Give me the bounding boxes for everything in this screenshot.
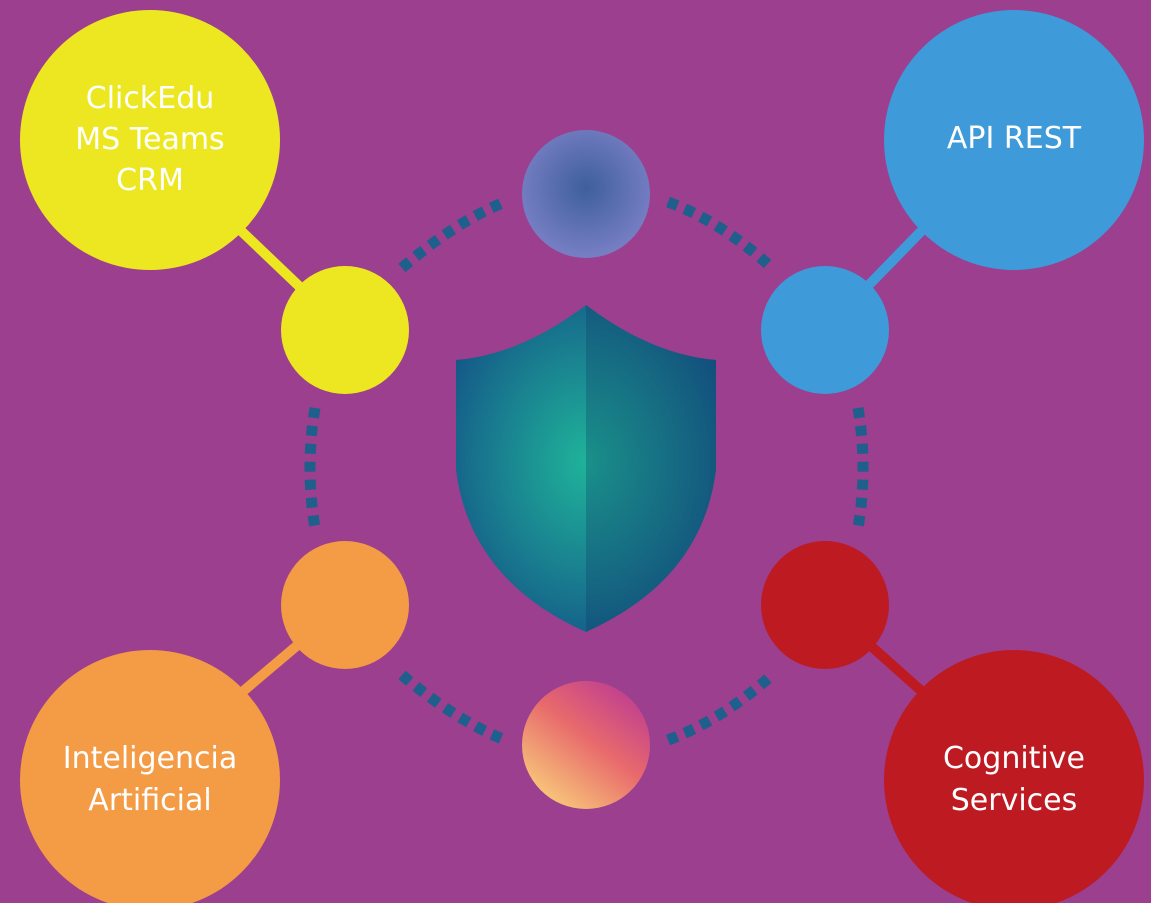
node-bottom-right: Cognitive Services [884,650,1144,903]
node-top-left-line-2: MS Teams [75,122,224,157]
ring-segment-top-right [666,196,776,273]
ring-segment-bottom-left [398,670,508,746]
ring-segment-bottom-right [666,670,776,746]
dashed-ring [304,196,869,746]
node-top-right-circle [884,10,1144,270]
node-top-right: API REST [884,10,1144,270]
node-top-left-line-1: ClickEdu [86,81,215,116]
node-bottom-left-circle [20,650,280,903]
node-bottom-left-line-2: Artificial [88,783,211,818]
node-bottom-left-line-1: Inteligencia [63,741,237,776]
shield-shade [586,305,716,632]
node-top-right-line-1: API REST [947,121,1082,156]
ring-segment-right [852,407,869,529]
shield-icon [456,305,716,632]
ring-node-top-right [761,266,889,394]
node-bottom-left: Inteligencia Artificial [20,650,280,903]
shield-body [456,305,716,632]
ring-node-top-left [281,266,409,394]
node-bottom-right-line-2: Services [951,783,1078,818]
ring-segment-left [304,407,321,529]
node-top-left-circle [20,10,280,270]
ring-segment-top-left [398,196,508,273]
node-top-left: ClickEdu MS Teams CRM [20,10,280,270]
ring-node-top [522,130,650,258]
node-bottom-right-line-1: Cognitive [943,741,1085,776]
ring-node-bottom-right [761,541,889,669]
node-top-left-line-3: CRM [116,163,184,198]
ring-node-bottom-left [281,541,409,669]
node-bottom-right-circle [884,650,1144,903]
ring-node-bottom [522,681,650,809]
